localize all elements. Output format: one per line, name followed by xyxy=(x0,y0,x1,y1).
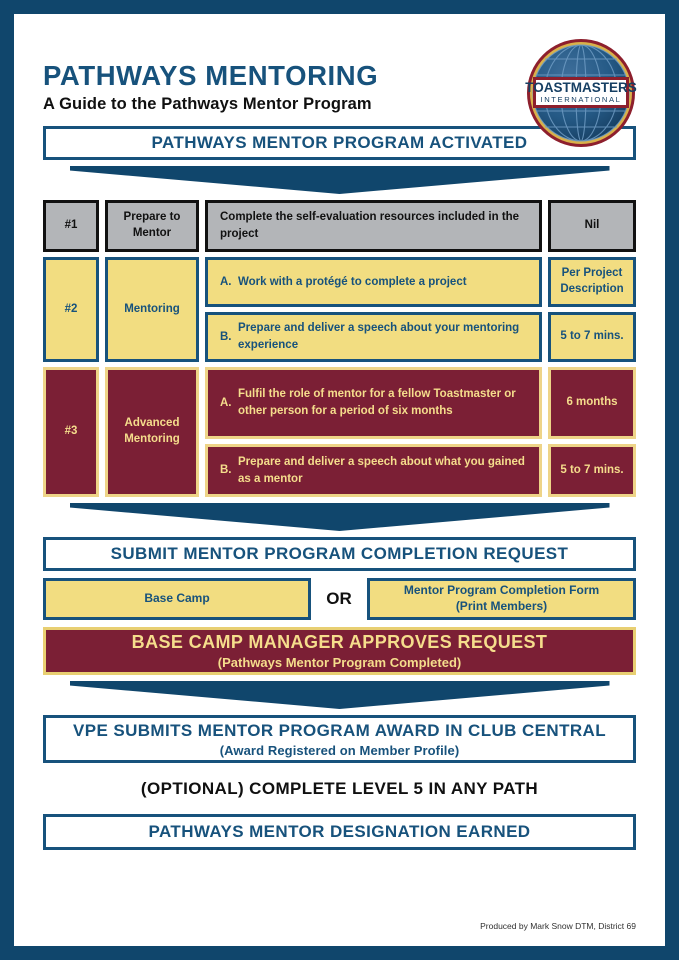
activated-banner: PATHWAYS MENTOR PROGRAM ACTIVATED xyxy=(43,126,636,160)
task-letter: A. xyxy=(220,275,232,288)
optional-step-label: (OPTIONAL) COMPLETE LEVEL 5 IN ANY PATH xyxy=(140,779,539,798)
task-letter: B. xyxy=(220,464,232,477)
submit-options: Base Camp OR Mentor Program Completion F… xyxy=(43,578,636,620)
approval-banner-line2: (Pathways Mentor Program Completed) xyxy=(217,655,462,670)
completion-form-label-line2: (Print Members) xyxy=(455,599,548,613)
row-task: Complete the self-evaluation resources i… xyxy=(205,200,542,252)
task-letter: B. xyxy=(220,330,232,343)
infographic-page: PATHWAYS MENTORING A Guide to the Pathwa… xyxy=(14,14,665,946)
row-times: Per Project Description 5 to 7 mins. xyxy=(548,257,636,362)
row-time: 5 to 7 mins. xyxy=(548,444,636,497)
row-name: Prepare to Mentor xyxy=(105,200,199,252)
final-banner-label: PATHWAYS MENTOR DESIGNATION EARNED xyxy=(148,822,531,841)
or-separator: OR xyxy=(326,589,352,608)
table-row: #3 Advanced Mentoring A. Fulfil the role… xyxy=(43,367,636,497)
arrow-down-1 xyxy=(69,166,610,194)
final-banner: PATHWAYS MENTOR DESIGNATION EARNED xyxy=(43,814,636,850)
row-name: Advanced Mentoring xyxy=(105,367,199,497)
submit-banner: SUBMIT MENTOR PROGRAM COMPLETION REQUEST xyxy=(43,537,636,571)
row-task: B. Prepare and deliver a speech about yo… xyxy=(205,312,542,362)
task-text: Fulfil the role of mentor for a fellow T… xyxy=(238,388,516,417)
header: PATHWAYS MENTORING A Guide to the Pathwa… xyxy=(14,14,665,147)
row-number: #1 xyxy=(43,200,99,252)
vpe-banner-line1: VPE SUBMITS MENTOR PROGRAM AWARD IN CLUB… xyxy=(73,720,606,740)
task-text: Work with a protégé to complete a projec… xyxy=(238,275,467,288)
table-row: #2 Mentoring A. Work with a protégé to c… xyxy=(43,257,636,362)
row-task: A. Work with a protégé to complete a pro… xyxy=(205,257,542,307)
row-tasks: A. Fulfil the role of mentor for a fello… xyxy=(205,367,542,497)
approval-banner-line1: BASE CAMP MANAGER APPROVES REQUEST xyxy=(131,632,548,652)
page-subtitle: A Guide to the Pathways Mentor Program xyxy=(43,94,372,113)
arrow-down-2 xyxy=(69,503,610,531)
row-time: 6 months xyxy=(548,367,636,439)
base-camp-option[interactable]: Base Camp xyxy=(43,578,311,620)
vpe-banner-line2: (Award Registered on Member Profile) xyxy=(219,742,460,758)
base-camp-label: Base Camp xyxy=(144,591,210,606)
task-text: Prepare and deliver a speech about your … xyxy=(238,322,520,351)
task-text: Prepare and deliver a speech about what … xyxy=(238,455,525,485)
title-block: PATHWAYS MENTORING A Guide to the Pathwa… xyxy=(43,62,378,112)
row-time: Per Project Description xyxy=(548,257,636,307)
toastmasters-international-logo: TOASTMASTERS INTERNATIONAL xyxy=(523,35,639,151)
page-title: PATHWAYS MENTORING xyxy=(43,60,379,91)
row-task: B. Prepare and deliver a speech about wh… xyxy=(205,444,542,497)
row-tasks: A. Work with a protégé to complete a pro… xyxy=(205,257,542,362)
row-times: 6 months 5 to 7 mins. xyxy=(548,367,636,497)
approval-banner: BASE CAMP MANAGER APPROVES REQUEST (Path… xyxy=(43,627,636,675)
vpe-banner: VPE SUBMITS MENTOR PROGRAM AWARD IN CLUB… xyxy=(43,715,636,763)
logo-line1: TOASTMASTERS xyxy=(525,80,637,95)
submit-banner-label: SUBMIT MENTOR PROGRAM COMPLETION REQUEST xyxy=(110,544,569,563)
completion-form-label-line1: Mentor Program Completion Form xyxy=(403,583,600,598)
completion-form-option[interactable]: Mentor Program Completion Form (Print Me… xyxy=(367,578,636,620)
task-text: Complete the self-evaluation resources i… xyxy=(220,211,520,240)
row-number: #3 xyxy=(43,367,99,497)
table-row: #1 Prepare to Mentor Complete the self-e… xyxy=(43,200,636,252)
program-matrix: #1 Prepare to Mentor Complete the self-e… xyxy=(43,200,636,497)
row-name: Mentoring xyxy=(105,257,199,362)
activated-banner-label: PATHWAYS MENTOR PROGRAM ACTIVATED xyxy=(151,133,528,152)
task-letter: A. xyxy=(220,396,232,409)
row-time: 5 to 7 mins. xyxy=(548,312,636,362)
arrow-down-3 xyxy=(69,681,610,709)
logo-line2: INTERNATIONAL xyxy=(541,95,622,104)
row-time: Nil xyxy=(548,200,636,252)
row-number: #2 xyxy=(43,257,99,362)
credit-line: Produced by Mark Snow DTM, District 69 xyxy=(480,921,636,931)
row-task: A. Fulfil the role of mentor for a fello… xyxy=(205,367,542,439)
